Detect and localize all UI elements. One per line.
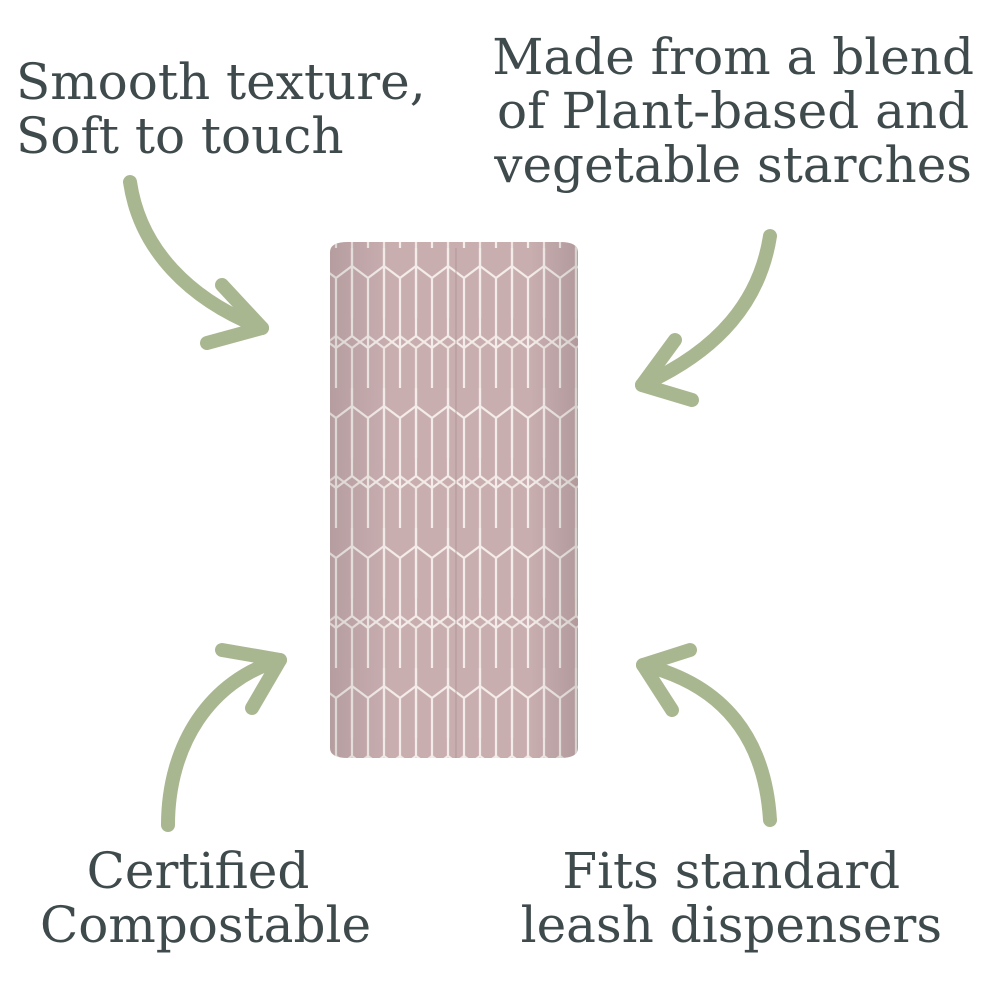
caption-line: vegetable starches — [494, 136, 972, 194]
caption-line: Fits standard — [562, 842, 901, 900]
arrow-bottom-right-icon — [636, 643, 777, 827]
caption-line: Certified — [86, 842, 310, 900]
arrow-top-right-icon — [635, 229, 777, 407]
caption-line: leash dispensers — [520, 896, 942, 954]
caption-line: Made from a blend — [492, 28, 974, 86]
feature-smooth-texture: Smooth texture, Soft to touch — [16, 55, 426, 163]
arrow-bottom-left-icon — [161, 643, 287, 832]
caption-line: Smooth texture, — [16, 53, 426, 111]
caption-line: Compostable — [40, 896, 372, 954]
arrow-top-left-icon — [123, 175, 269, 350]
caption-line: Soft to touch — [16, 107, 344, 165]
feature-plant-based: Made from a blend of Plant-based and veg… — [492, 30, 974, 192]
caption-line: of Plant-based and — [497, 82, 970, 140]
feature-fits-dispensers: Fits standard leash dispensers — [521, 844, 942, 952]
paper-towel-roll-icon — [330, 242, 578, 758]
feature-compostable: Certified Compostable — [40, 842, 372, 954]
